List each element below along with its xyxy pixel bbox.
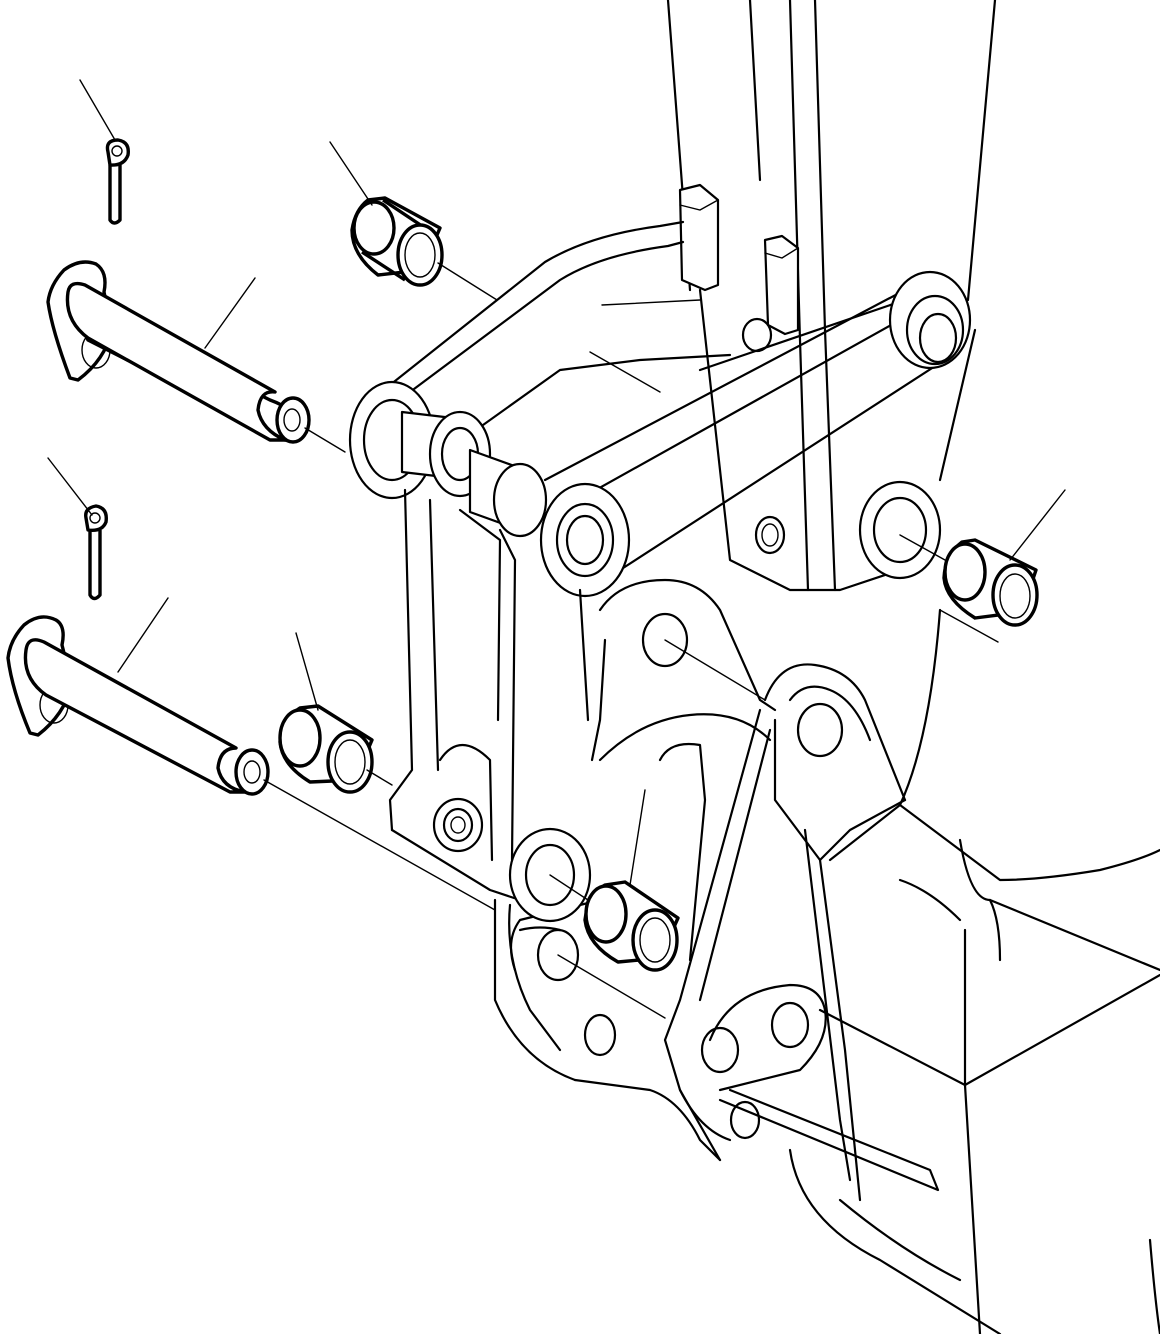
leader-3 <box>204 277 256 349</box>
upper-link-assembly <box>348 220 972 598</box>
assembly-lines <box>263 262 999 1019</box>
callout-leaders <box>47 79 1066 886</box>
bucket <box>788 608 1160 1334</box>
leader-7 <box>1009 489 1066 561</box>
leader-5 <box>117 597 169 673</box>
right-bushing[interactable] <box>942 538 1039 627</box>
upper-cotter-pin[interactable] <box>105 138 130 225</box>
leader-2 <box>329 141 373 206</box>
leader-4 <box>47 457 93 516</box>
upper-left-bushing[interactable] <box>350 196 444 287</box>
bucket-bracket <box>493 578 940 1202</box>
side-links <box>388 488 522 902</box>
arm <box>666 0 997 592</box>
leader-8 <box>629 789 646 886</box>
lower-cotter-pin[interactable] <box>84 504 108 601</box>
upper-pin[interactable] <box>46 260 311 444</box>
lower-left-bushing[interactable] <box>278 704 374 794</box>
center-bushing[interactable] <box>583 880 680 972</box>
lower-pin[interactable] <box>6 615 270 796</box>
leader-6 <box>295 632 319 711</box>
leader-1 <box>79 79 116 141</box>
